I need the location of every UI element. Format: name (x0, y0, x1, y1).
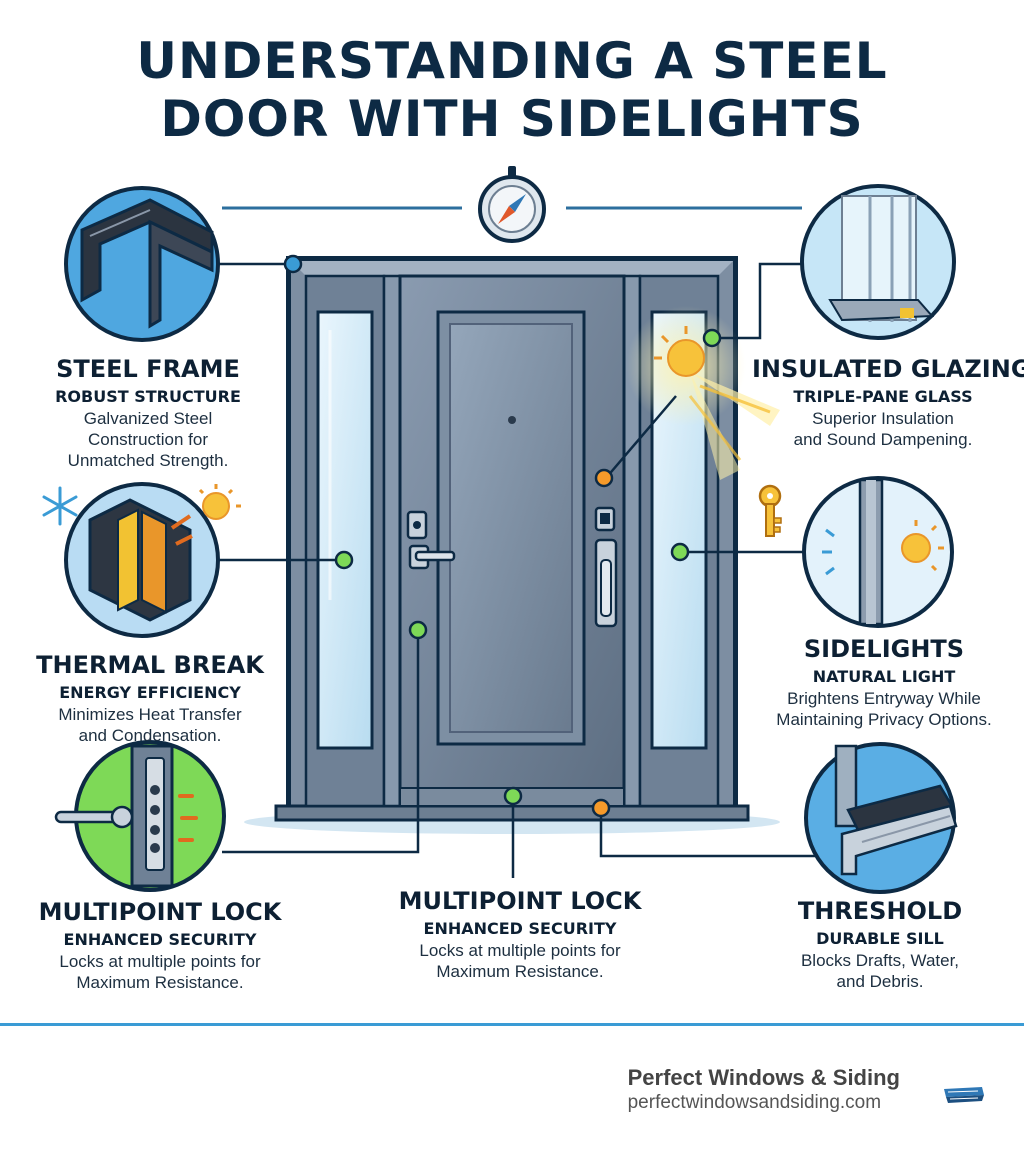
dot-sidelights (670, 542, 690, 562)
feature-description: Locks at multiple points for (419, 941, 621, 960)
feature-heading: STEEL FRAME (56, 355, 240, 383)
sun-icon (198, 484, 241, 520)
feature-multipoint-lock-left: MULTIPOINT LOCK ENHANCED SECURITY Locks … (10, 897, 310, 993)
dot-multipoint-lock-center (503, 786, 523, 806)
feature-heading: MULTIPOINT LOCK (398, 887, 642, 915)
page-title: UNDERSTANDING A STEEL DOOR WITH SIDELIGH… (0, 32, 1024, 148)
company-logo (944, 1087, 984, 1103)
insulated-glazing-detail-circle (800, 184, 956, 340)
feature-insulated-glazing: INSULATED GLAZING TRIPLE-PANE GLASS Supe… (752, 354, 1024, 450)
feature-description: Minimizes Heat Transfer (58, 705, 242, 724)
feature-subheading: ROBUST STRUCTURE (55, 387, 241, 406)
feature-description: Maintaining Privacy Options. (776, 710, 992, 729)
feature-heading: THRESHOLD (797, 897, 963, 925)
dot-multipoint-lock-left (408, 620, 428, 640)
brand-block: Perfect Windows & Siding perfectwindowsa… (628, 1064, 900, 1114)
feature-heading: THERMAL BREAK (36, 651, 264, 679)
steel-frame-detail-circle (64, 186, 220, 342)
footer-divider (0, 1023, 1024, 1026)
title-line-1: UNDERSTANDING A STEEL (136, 32, 888, 90)
feature-multipoint-lock-center: MULTIPOINT LOCK ENHANCED SECURITY Locks … (370, 886, 670, 982)
threshold-detail-circle (804, 742, 958, 894)
sidelights-detail-circle (802, 476, 954, 628)
feature-description: and Condensation. (78, 726, 222, 745)
feature-heading: SIDELIGHTS (803, 635, 965, 663)
dot-threshold (591, 798, 611, 818)
feature-steel-frame: STEEL FRAME ROBUST STRUCTURE Galvanized … (20, 354, 276, 471)
sun-icon (654, 326, 712, 377)
feature-heading: INSULATED GLAZING (752, 355, 1024, 383)
feature-subheading: ENERGY EFFICIENCY (59, 683, 241, 702)
feature-subheading: ENHANCED SECURITY (63, 930, 257, 949)
feature-thermal-break: THERMAL BREAK ENERGY EFFICIENCY Minimize… (10, 650, 290, 746)
feature-description: Construction for (88, 430, 208, 449)
title-line-2: DOOR WITH SIDELIGHTS (160, 90, 864, 148)
dot-handle (594, 468, 614, 488)
dot-thermal-break (334, 550, 354, 570)
feature-description: Galvanized Steel (83, 409, 213, 428)
feature-description: and Debris. (836, 972, 924, 991)
company-name: Perfect Windows & Siding (627, 1065, 900, 1090)
feature-description: Unmatched Strength. (67, 451, 229, 470)
feature-subheading: ENHANCED SECURITY (423, 919, 617, 938)
multipoint-lock-detail-circle (54, 740, 226, 892)
feature-description: Maximum Resistance. (436, 962, 604, 981)
feature-threshold: THRESHOLD DURABLE SILL Blocks Drafts, Wa… (760, 896, 1000, 992)
thermal-break-detail-circle (64, 482, 220, 638)
feature-description: Maximum Resistance. (76, 973, 244, 992)
company-url[interactable]: perfectwindowsandsiding.com (627, 1092, 882, 1113)
feature-description: Locks at multiple points for (59, 952, 261, 971)
feature-subheading: DURABLE SILL (816, 929, 944, 948)
snowflake-icon (42, 486, 78, 526)
feature-subheading: NATURAL LIGHT (812, 667, 956, 686)
feature-sidelights: SIDELIGHTS NATURAL LIGHT Brightens Entry… (752, 634, 1016, 730)
connector-lines (214, 262, 818, 878)
feature-description: Superior Insulation (812, 409, 954, 428)
dot-steel-frame (283, 254, 303, 274)
feature-description: Brightens Entryway While (787, 689, 981, 708)
feature-subheading: TRIPLE-PANE GLASS (793, 387, 973, 406)
feature-description: and Sound Dampening. (793, 430, 973, 449)
compass-icon (478, 166, 546, 243)
feature-heading: MULTIPOINT LOCK (38, 898, 282, 926)
dot-insulated-glazing (702, 328, 722, 348)
feature-description: Blocks Drafts, Water, (800, 951, 960, 970)
key-icon (758, 484, 782, 537)
